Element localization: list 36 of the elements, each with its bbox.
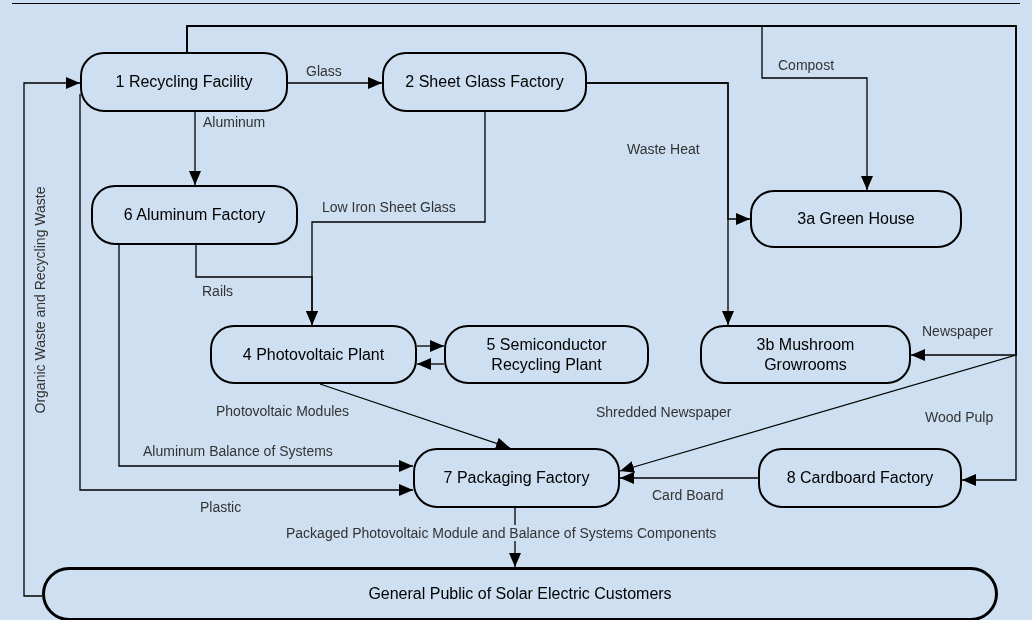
process-box: 8 Cardboard Factory: [758, 448, 962, 508]
edge-label: Plastic: [200, 498, 242, 515]
process-box: 5 Semiconductor Recycling Plant: [444, 325, 649, 384]
process-box: 3b Mushroom Growrooms: [700, 325, 911, 384]
edge-label: Aluminum: [203, 114, 266, 130]
arrow: [619, 472, 759, 484]
arrow: [189, 111, 201, 186]
process-box: 4 Photovoltaic Plant: [210, 325, 417, 384]
terminal-pill: General Public of Solar Electric Customers: [42, 567, 998, 620]
process-box: 3a Green House: [750, 190, 962, 248]
edge-label: Organic Waste and Recycling Waste: [32, 186, 48, 414]
process-box: 6 Aluminum Factory: [91, 185, 298, 245]
edge-label: Newspaper: [922, 323, 993, 339]
process-box: 7 Packaging Factory: [413, 448, 620, 508]
edge-label: Aluminum Balance of Systems: [143, 443, 333, 459]
arrow: [23, 77, 81, 597]
arrow: [118, 244, 414, 472]
arrow: [586, 82, 734, 326]
edge-label: Low Iron Sheet Glass: [322, 199, 456, 215]
edge-label: Shredded Newspaper: [596, 404, 732, 420]
edge-label: Card Board: [652, 487, 724, 503]
arrow: [79, 93, 414, 496]
arrow: [416, 358, 445, 370]
process-box: 1 Recycling Facility: [80, 52, 288, 112]
edge-label: Compost: [778, 57, 835, 73]
arrow: [287, 77, 383, 89]
edge-label: Packaged Photovoltaic Module and Balance of Systems Components: [284, 525, 719, 541]
edge-label: Wood Pulp: [925, 409, 994, 425]
edge-label: Waste Heat: [627, 141, 700, 157]
edge-label: Photovoltaic Modules: [216, 403, 350, 419]
edge-label: Glass: [306, 63, 342, 79]
arrow: [416, 340, 445, 352]
edge-label: Rails: [202, 283, 234, 299]
arrow: [319, 383, 511, 450]
arrow: [195, 244, 318, 326]
process-box: 2 Sheet Glass Factory: [382, 52, 587, 112]
